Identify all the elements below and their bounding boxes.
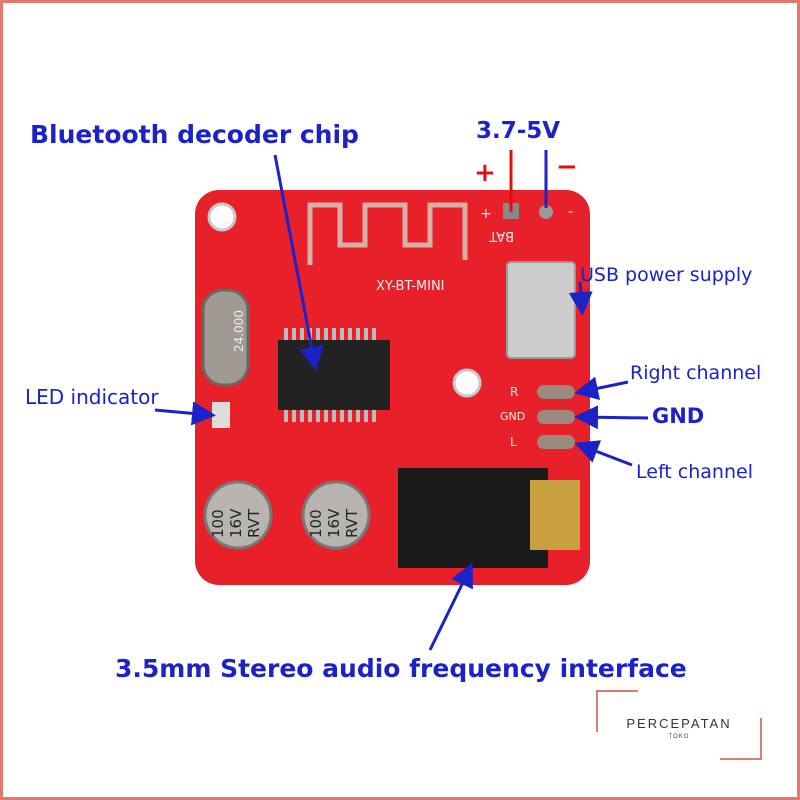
svg-text:16V: 16V [325, 508, 343, 538]
board-model: XY-BT-MINI [376, 279, 445, 294]
capacitor [301, 480, 371, 550]
mount-hole [207, 202, 237, 232]
store-logo: PERCEPATAN TOKO [596, 690, 762, 760]
audio-jack-gold [530, 480, 580, 550]
label-left-channel: Left channel [636, 461, 753, 483]
svg-text:100: 100 [307, 509, 325, 538]
usb-port [506, 261, 576, 359]
mount-hole [452, 368, 482, 398]
chip-pins [284, 328, 376, 422]
svg-text:GND: GND [500, 410, 525, 423]
pointer-arrows [154, 154, 649, 651]
logo-name: PERCEPATAN [626, 716, 732, 731]
led [212, 402, 230, 428]
crystal [201, 288, 250, 387]
logo-sub: TOKO [668, 734, 690, 740]
label-audio-jack: 3.5mm Stereo audio frequency interface [115, 654, 687, 683]
board-bat: BAT [489, 228, 514, 243]
svg-text:L: L [510, 435, 517, 449]
label-voltage: 3.7-5V [476, 118, 561, 144]
capacitor [203, 480, 273, 550]
svg-text:100: 100 [209, 509, 227, 538]
svg-text:16V: 16V [227, 508, 245, 538]
label-usb: USB power supply [580, 264, 753, 286]
label-chip: Bluetooth decoder chip [30, 120, 359, 149]
label-plus: + [474, 158, 496, 188]
antenna-trace [307, 202, 468, 265]
label-right-channel: Right channel [630, 362, 762, 384]
crystal-label: 24.000 [232, 310, 246, 352]
svg-text:RVT: RVT [245, 508, 263, 538]
label-minus: − [556, 152, 578, 182]
label-led: LED indicator [25, 385, 159, 409]
svg-text:R: R [510, 385, 518, 399]
svg-text:-: - [568, 204, 573, 220]
label-gnd: GND [652, 404, 705, 428]
svg-text:RVT: RVT [343, 508, 361, 538]
svg-text:+: + [480, 206, 492, 222]
audio-jack [398, 468, 548, 568]
decoder-chip [278, 340, 390, 410]
